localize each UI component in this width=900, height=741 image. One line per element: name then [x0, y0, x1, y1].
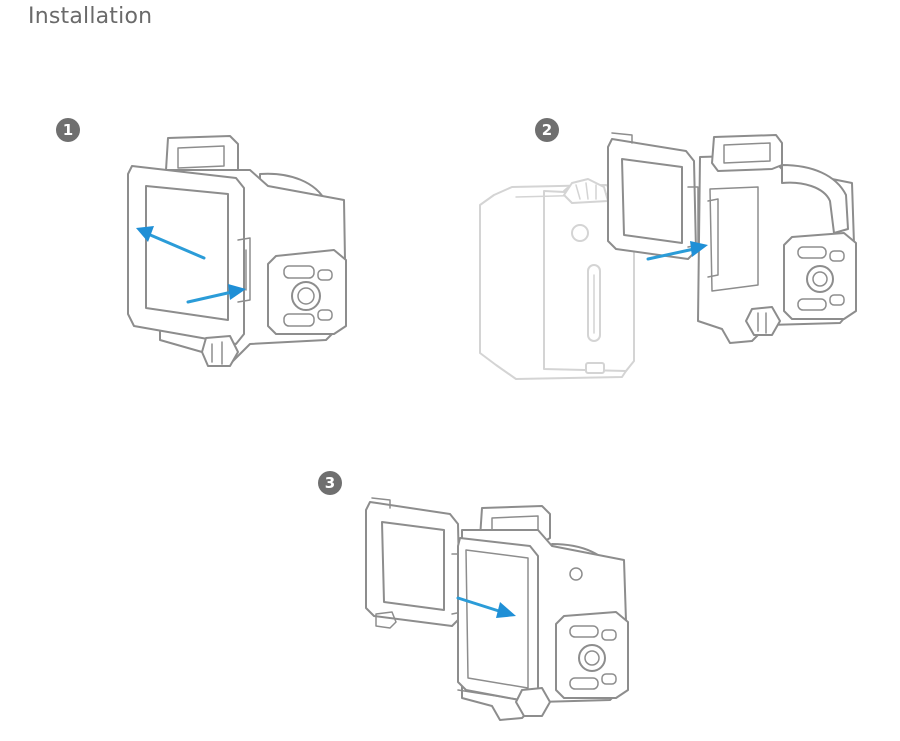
step-2-badge: 2 [535, 118, 559, 142]
step-1-cage-illustration [127, 135, 347, 367]
page-title: Installation [28, 4, 153, 29]
step-3-door-illustration [365, 497, 629, 721]
step-1-badge: 1 [56, 118, 80, 142]
step-2-camera-illustration [479, 132, 857, 380]
step-3-badge: 3 [318, 471, 342, 495]
